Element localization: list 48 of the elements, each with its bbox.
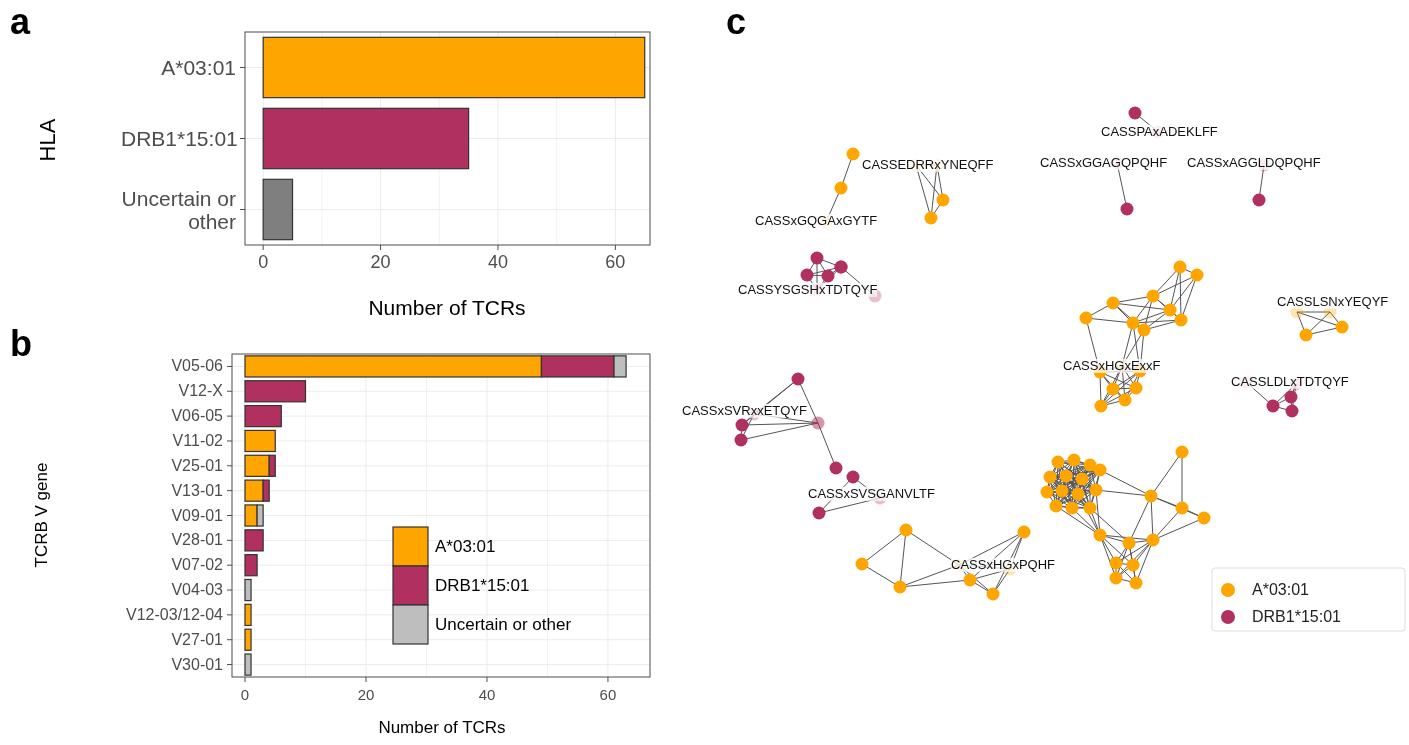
motif-label: CASSPAxADEKLFF xyxy=(1101,124,1218,140)
motif-label: CASSxGQGAxGYTF xyxy=(755,213,878,229)
panel-letter: b xyxy=(10,324,32,364)
motif-label: CASSxHGxExxF xyxy=(1063,358,1161,374)
category-label: V25-01 xyxy=(171,457,223,475)
tick-label: 20 xyxy=(370,253,391,273)
motif-label: CASSxSVSGANVLTF xyxy=(808,486,935,502)
motif-label: CASSxAGGLDQPQHF xyxy=(1187,155,1321,171)
motif-label: CASSxHGxPQHF xyxy=(951,557,1055,573)
motif-label: CASSLSNxYEQYF xyxy=(1277,294,1389,310)
legend-label: DRB1*15:01 xyxy=(1252,608,1341,626)
legend-label: DRB1*15:01 xyxy=(435,576,530,595)
tick-label: 60 xyxy=(605,253,626,273)
panel-letter: c xyxy=(726,2,747,42)
axis-title: Number of TCRs xyxy=(368,296,526,320)
motif-label: CASSYSGSHxTDTQYF xyxy=(738,282,878,298)
category-label: V12-X xyxy=(178,382,223,401)
tick-label: 40 xyxy=(478,686,496,704)
category-label: V12-03/12-04 xyxy=(126,606,223,624)
category-label: V06-05 xyxy=(171,407,223,425)
category-label: V04-03 xyxy=(171,581,223,599)
axis-title: HLA xyxy=(35,118,61,162)
legend-label: A*03:01 xyxy=(435,537,496,556)
category-label: Uncertain or other xyxy=(121,186,236,233)
category-label: V07-02 xyxy=(171,556,223,574)
legend-label: A*03:01 xyxy=(1252,581,1309,599)
category-label: V05-06 xyxy=(171,357,223,376)
tick-label: 0 xyxy=(258,253,269,273)
legend-label: Uncertain or other xyxy=(435,615,572,634)
category-label: A*03:01 xyxy=(160,55,236,80)
category-label: V09-01 xyxy=(171,506,223,525)
category-label: V30-01 xyxy=(171,655,223,674)
axis-title: Number of TCRs xyxy=(378,718,506,738)
category-label: DRB1*15:01 xyxy=(121,126,236,151)
category-label: V28-01 xyxy=(171,531,223,550)
axis-title: TCRB V gene xyxy=(32,462,52,568)
motif-label: CASSLDLxTDTQYF xyxy=(1231,374,1349,390)
motif-label: CASSxGGAGQPQHF xyxy=(1040,155,1168,171)
tick-label: 0 xyxy=(240,686,250,704)
panel-letter: a xyxy=(10,2,31,42)
tick-label: 20 xyxy=(357,686,375,704)
tick-label: 40 xyxy=(487,253,508,273)
motif-label: CASSxSVRxxETQYF xyxy=(682,403,807,419)
tick-label: 60 xyxy=(599,686,617,704)
motif-label: CASSEDRRxYNEQFF xyxy=(862,157,994,173)
category-label: V27-01 xyxy=(171,630,223,649)
category-label: V11-02 xyxy=(172,432,223,450)
category-label: V13-01 xyxy=(171,481,223,500)
